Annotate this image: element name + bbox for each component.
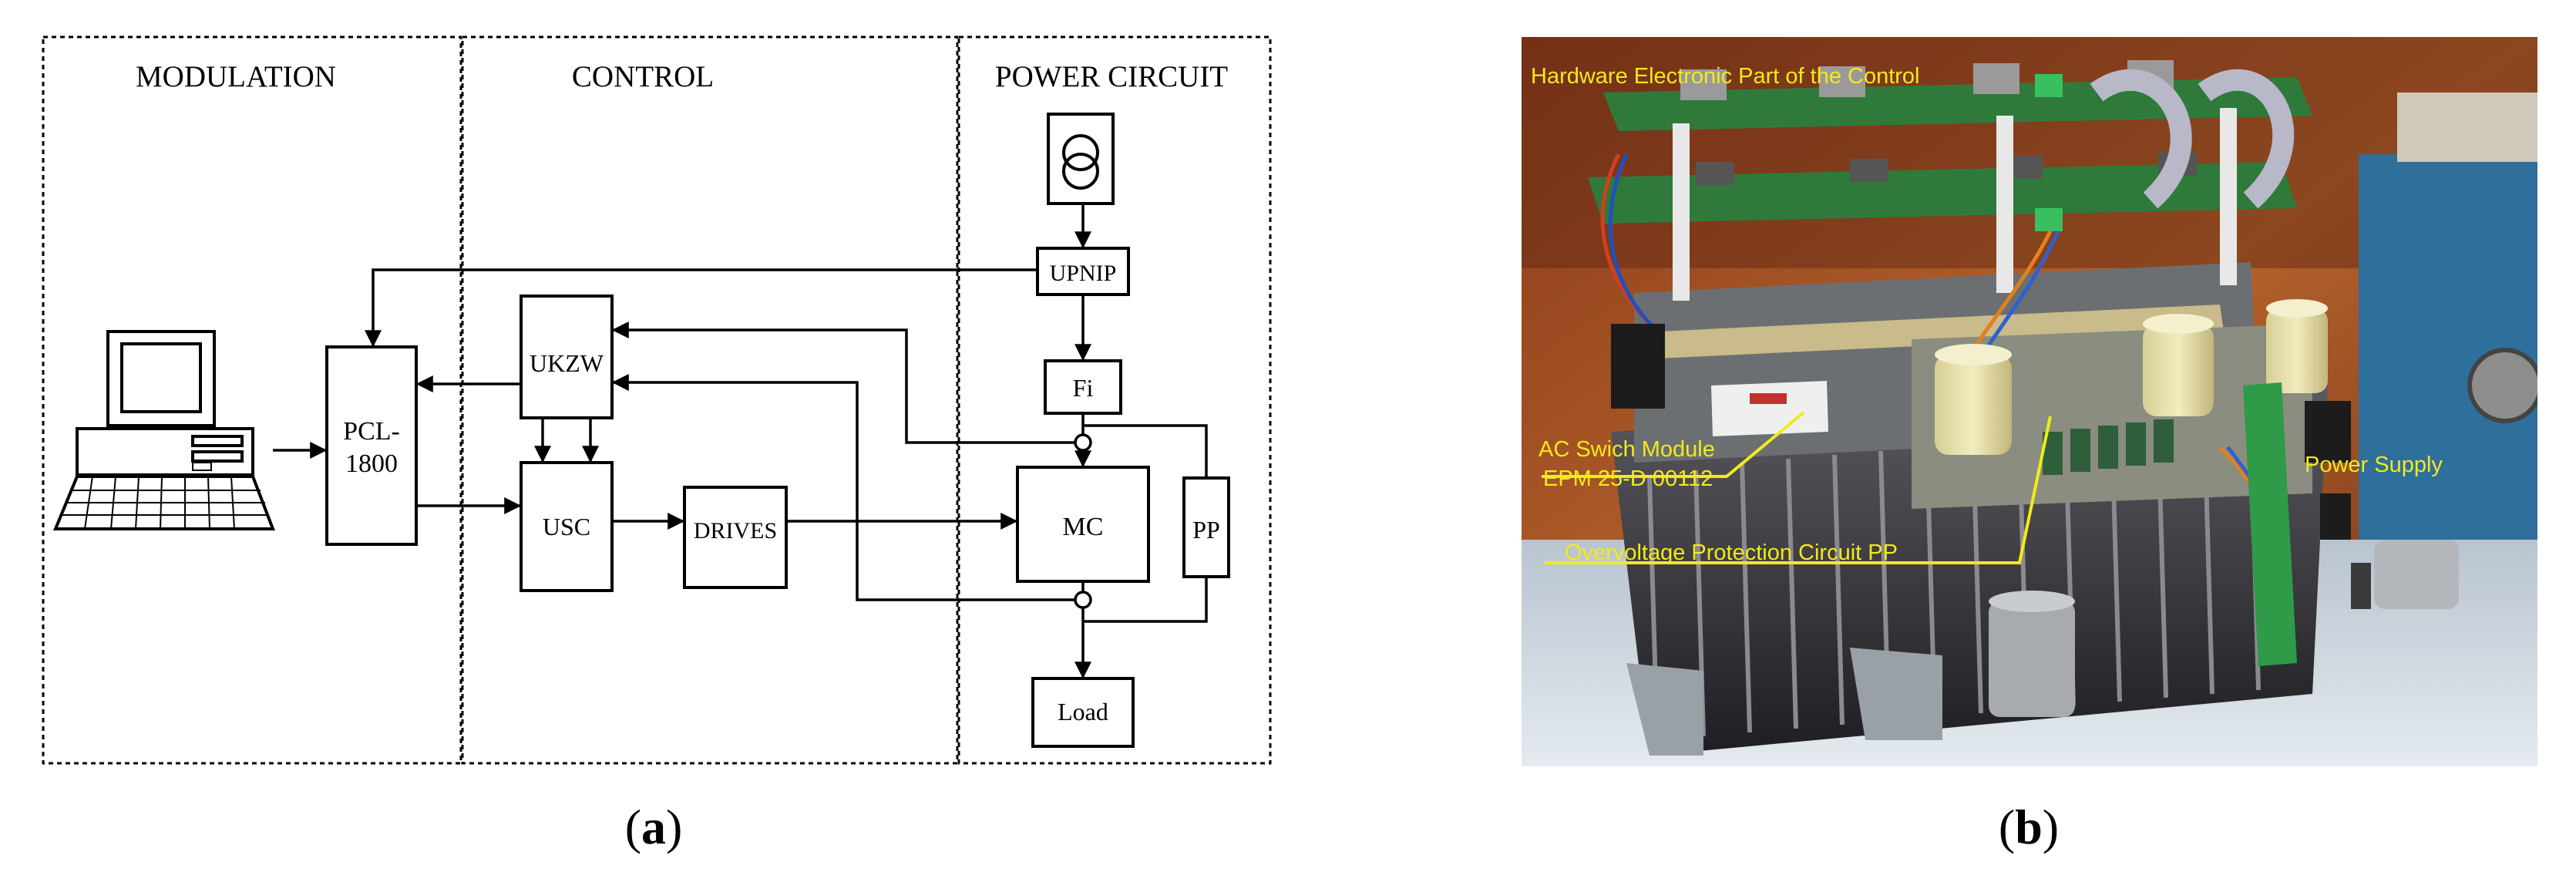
capacitors (1935, 299, 2459, 717)
ukzw-label: UKZW (530, 349, 604, 377)
usc-label: USC (543, 513, 590, 540)
hardware-annotation: Hardware Electronic Part of the Control (1531, 64, 1920, 89)
caption-a-open-paren: ( (625, 800, 641, 854)
input-sense-node (1074, 433, 1092, 452)
block-diagram-panel: MODULATION CONTROL POWER CIRCUIT PCL- 18… (42, 35, 1272, 765)
ac-switch-leader (1542, 411, 1805, 478)
control-pcb-stack (1588, 60, 2312, 301)
pcl-label-line2: 1800 (345, 449, 398, 478)
pp-connection-loop (1083, 424, 1208, 623)
pp-label: PP (1192, 516, 1220, 544)
caption-b-close-paren: ) (2043, 800, 2059, 854)
power-circuit-section-frame (957, 35, 1272, 765)
power-supply-annotation: Power Supply (2305, 453, 2443, 477)
annotation-leaders (1542, 411, 2052, 564)
caption-a: (a) (625, 800, 683, 854)
caption-b: (b) (1999, 800, 2059, 854)
drives-label: DRIVES (694, 518, 777, 544)
caption-a-close-paren: ) (666, 800, 682, 854)
power-supply-board (2243, 382, 2371, 666)
computer-icon (53, 330, 275, 530)
svg-text:(b): (b) (1999, 800, 2059, 854)
load-label: Load (1058, 698, 1108, 725)
section-frames (42, 35, 1272, 765)
transformer-symbol (1047, 113, 1115, 205)
hardware-photo-panel: Hardware Electronic Part of the Control … (1522, 37, 2537, 766)
ac-switch-module (1711, 381, 1828, 436)
control-title: CONTROL (572, 60, 714, 93)
fi-label: Fi (1073, 374, 1094, 402)
input-sense-to-ukzw-arrow (611, 321, 1083, 444)
modulation-title: MODULATION (136, 60, 336, 93)
ac-switch-annotation-line1: AC Swich Module (1539, 437, 1715, 462)
output-sense-node (1074, 591, 1092, 609)
upnip-to-pcl-arrow (365, 268, 1037, 348)
usc-block (520, 461, 614, 592)
overvoltage-annotation: Overvoltage Protection Circuit PP (1565, 540, 1898, 565)
pcl-label-line1: PCL- (343, 417, 400, 446)
output-sense-to-ukzw-arrow (611, 374, 1083, 601)
connection-lines (273, 204, 1208, 679)
modulation-section-frame (42, 35, 462, 765)
overvoltage-leader (1545, 416, 2052, 564)
pcl-1800-block (325, 345, 418, 546)
upnip-label: UPNIP (1050, 261, 1117, 286)
caption-b-letter: b (2015, 800, 2043, 854)
mc-label: MC (1063, 513, 1104, 541)
drives-block (683, 486, 788, 589)
caption-b-open-paren: ( (1999, 800, 2015, 854)
ukzw-block (520, 295, 614, 419)
svg-text:(a): (a) (625, 800, 683, 854)
left-connector (1611, 324, 1665, 409)
control-section-frame (461, 35, 959, 765)
caption-a-letter: a (641, 800, 666, 854)
power-circuit-title: POWER CIRCUIT (995, 60, 1228, 93)
ac-switch-annotation-line2: EPM 25-D 00112 (1543, 466, 1713, 491)
